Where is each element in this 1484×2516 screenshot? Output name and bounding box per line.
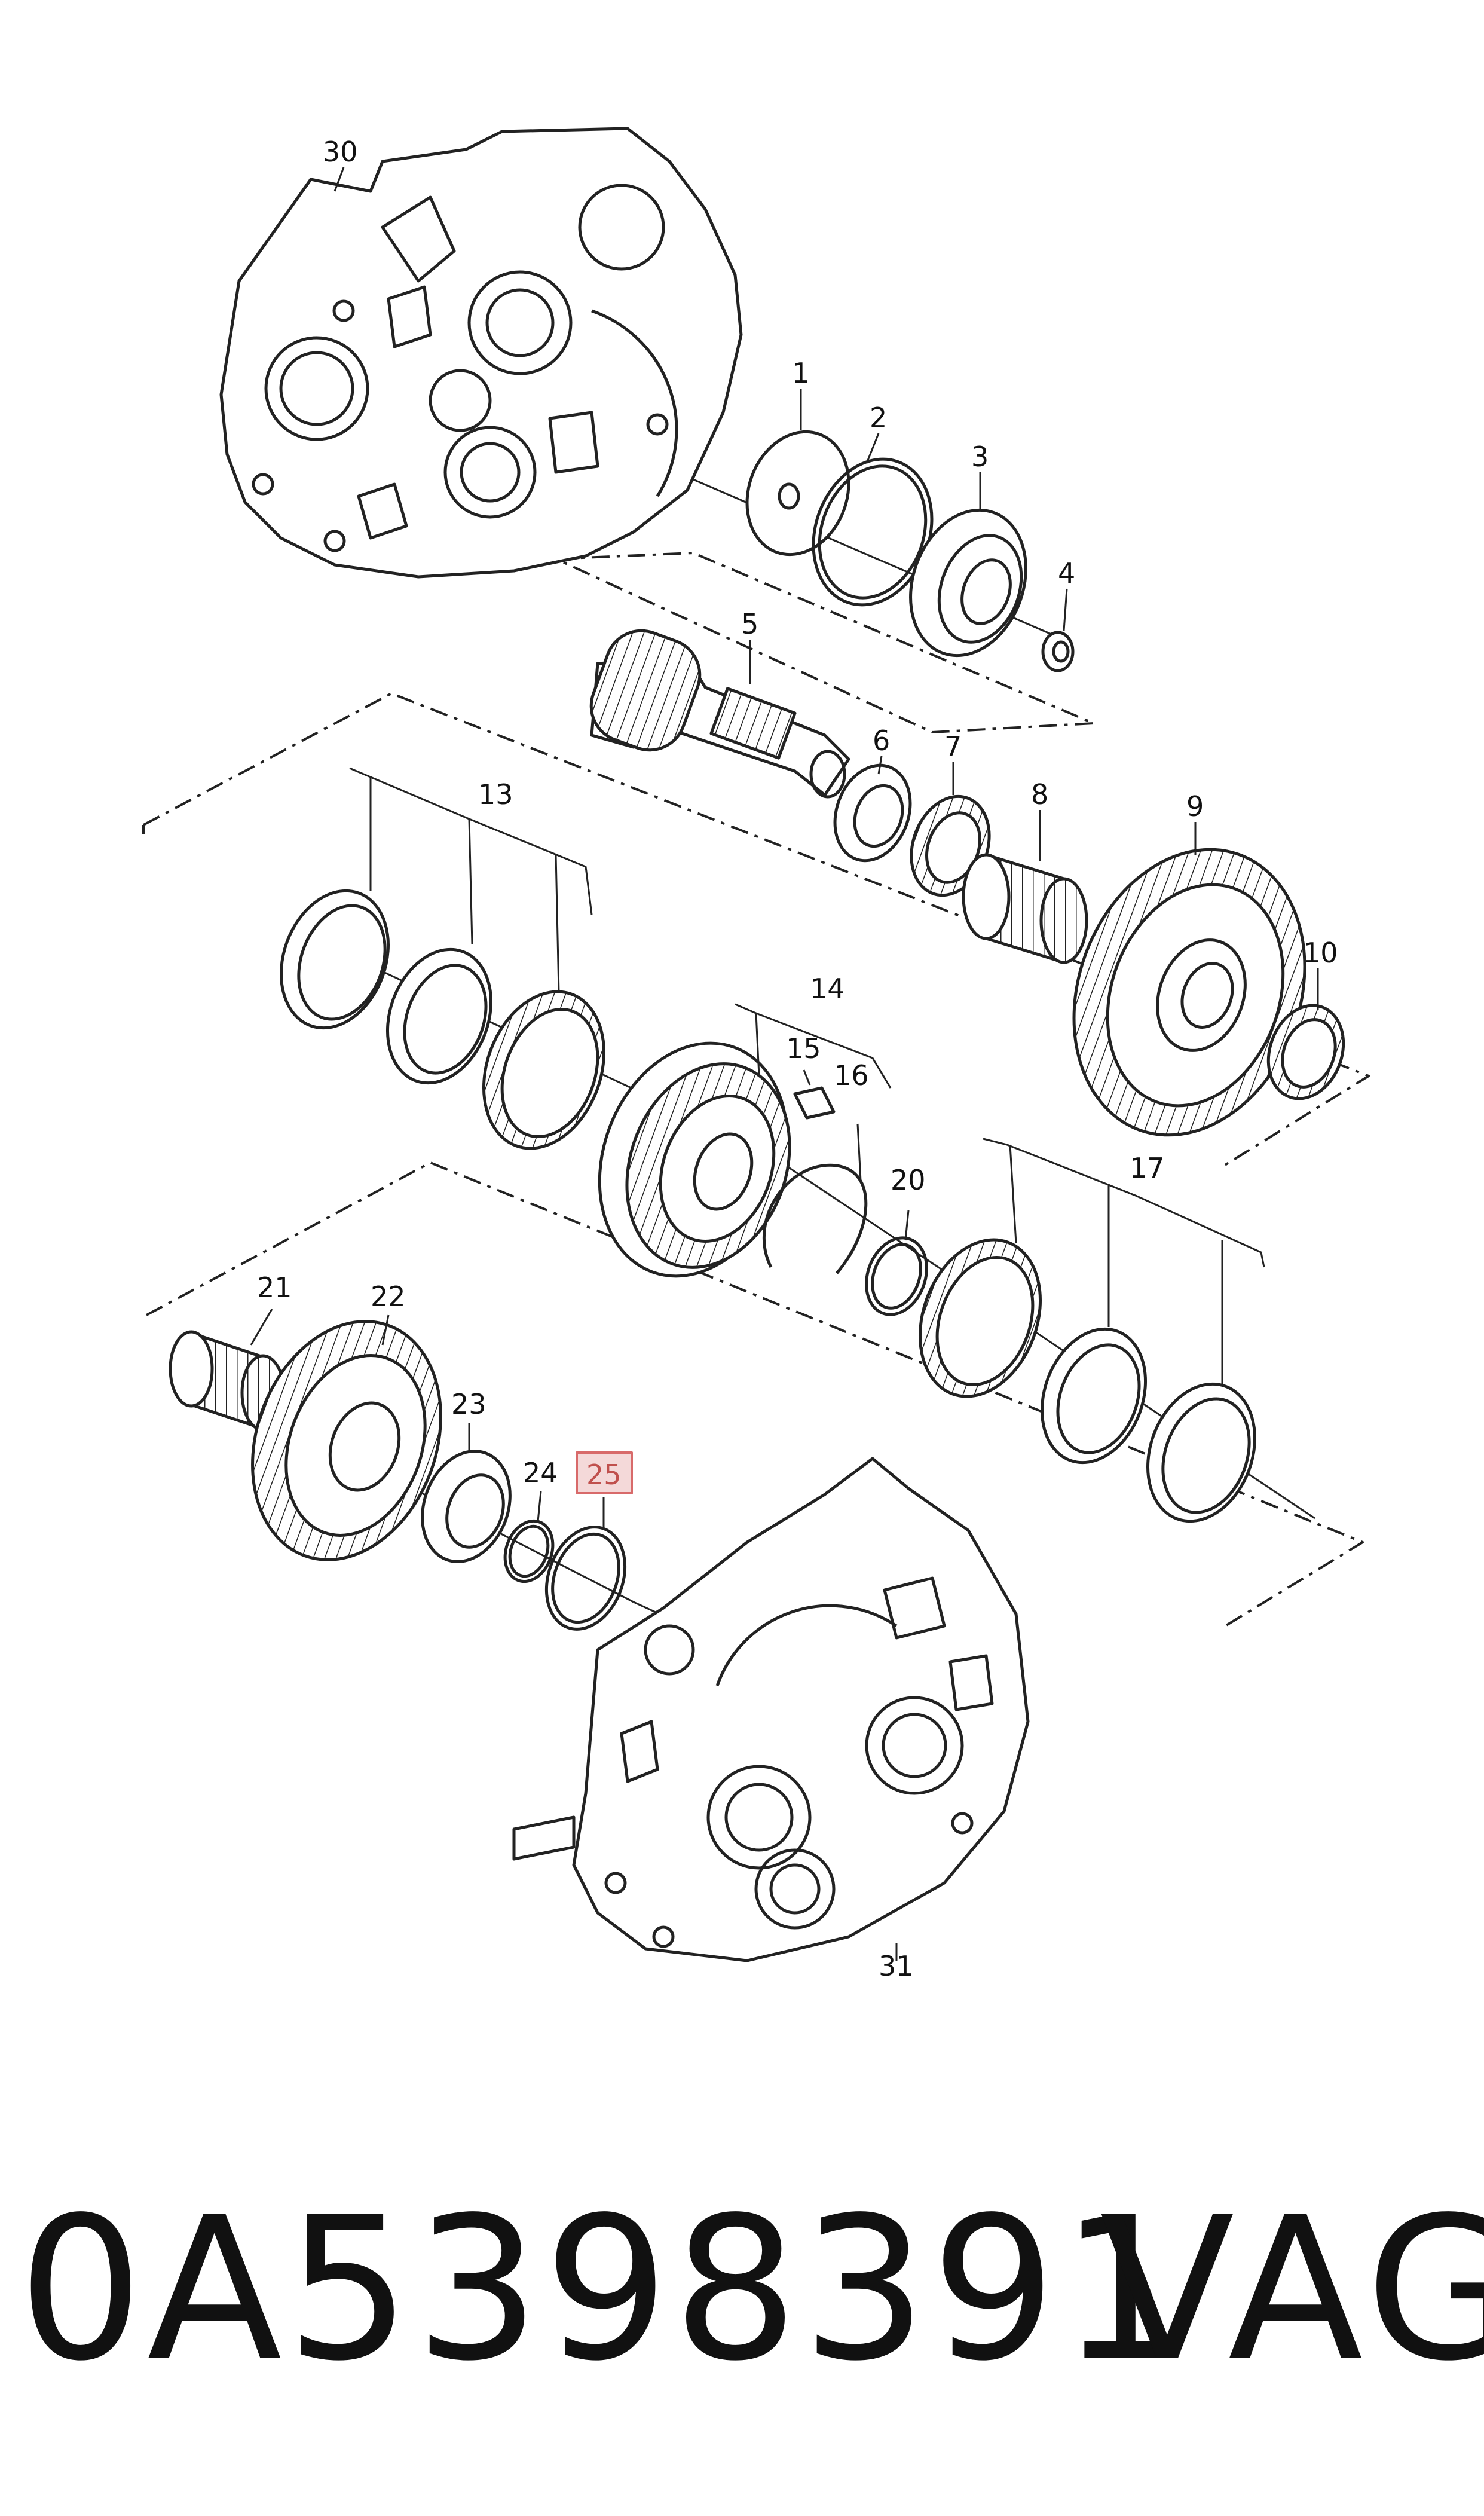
part-17-synchro-set: [918, 1238, 1256, 1523]
callout-31: 31: [879, 1950, 914, 1982]
part-13-synchro-set: [280, 889, 606, 1150]
assembly-frame-lower: [146, 1161, 1364, 1627]
part-16-spring: [763, 1163, 868, 1274]
callout-22: 22: [371, 1280, 406, 1313]
callout-9: 9: [1186, 790, 1204, 823]
callout-labels: 30 1 2 3 4 5 6 7 8 9 10 13 14 15 16 20 1…: [257, 136, 1338, 1982]
callout-17: 17: [1130, 1152, 1165, 1184]
callout-8: 8: [1031, 778, 1048, 811]
part-23-bearing: [421, 1450, 512, 1563]
callout-30: 30: [323, 136, 358, 168]
callout-1: 1: [792, 357, 809, 389]
callout-14: 14: [810, 973, 845, 1005]
footer: 0A5398391 VAG: [0, 2164, 1484, 2415]
part-8-needle-bearing: [962, 853, 1088, 964]
callout-20: 20: [891, 1164, 926, 1196]
callout-10: 10: [1303, 937, 1338, 969]
part-6-washer: [833, 763, 912, 863]
callout-7: 7: [944, 730, 962, 763]
part-22-gear: [251, 1320, 442, 1561]
callout-23: 23: [451, 1388, 486, 1420]
callout-2: 2: [870, 402, 887, 434]
part-9-gear: [1072, 848, 1306, 1137]
callout-4: 4: [1058, 557, 1075, 589]
part-24-circlip: [503, 1519, 555, 1583]
assembly-frame-upper: [555, 552, 1095, 733]
callout-13: 13: [478, 778, 513, 811]
part-number-text: 0A5398391: [18, 2175, 1189, 2404]
callout-5: 5: [741, 608, 758, 640]
part-10-ring: [1266, 1004, 1345, 1100]
callout-21: 21: [257, 1271, 292, 1304]
part-15-key: [793, 1086, 836, 1120]
callout-16: 16: [834, 1059, 869, 1092]
part-4-bushing: [1041, 631, 1075, 672]
part-1-disc: [745, 430, 850, 557]
part-25-shim: [544, 1526, 627, 1631]
exploded-parts-diagram: 30 1 2 3 4 5 6 7 8 9 10 13 14 15 16 20 1…: [142, 127, 1370, 1982]
part-20-circlip: [865, 1236, 928, 1316]
callout-25-highlight: [576, 1451, 633, 1494]
callout-25: 25: [586, 1459, 622, 1491]
part-14-synchro-hub: [598, 1041, 791, 1278]
callout-24: 24: [523, 1457, 558, 1489]
callout-leader-lines: [250, 167, 1319, 1961]
housing-upper: [219, 127, 743, 579]
housing-lower: [512, 1457, 1030, 1962]
assembly-frame-middle: [142, 692, 1370, 1170]
callout-6: 6: [873, 724, 890, 757]
brand-text: VAG: [1100, 2175, 1484, 2404]
part-5-shaft: [589, 629, 850, 799]
part-3-bearing: [909, 508, 1027, 658]
callout-15: 15: [786, 1032, 821, 1065]
callout-3: 3: [971, 441, 989, 473]
